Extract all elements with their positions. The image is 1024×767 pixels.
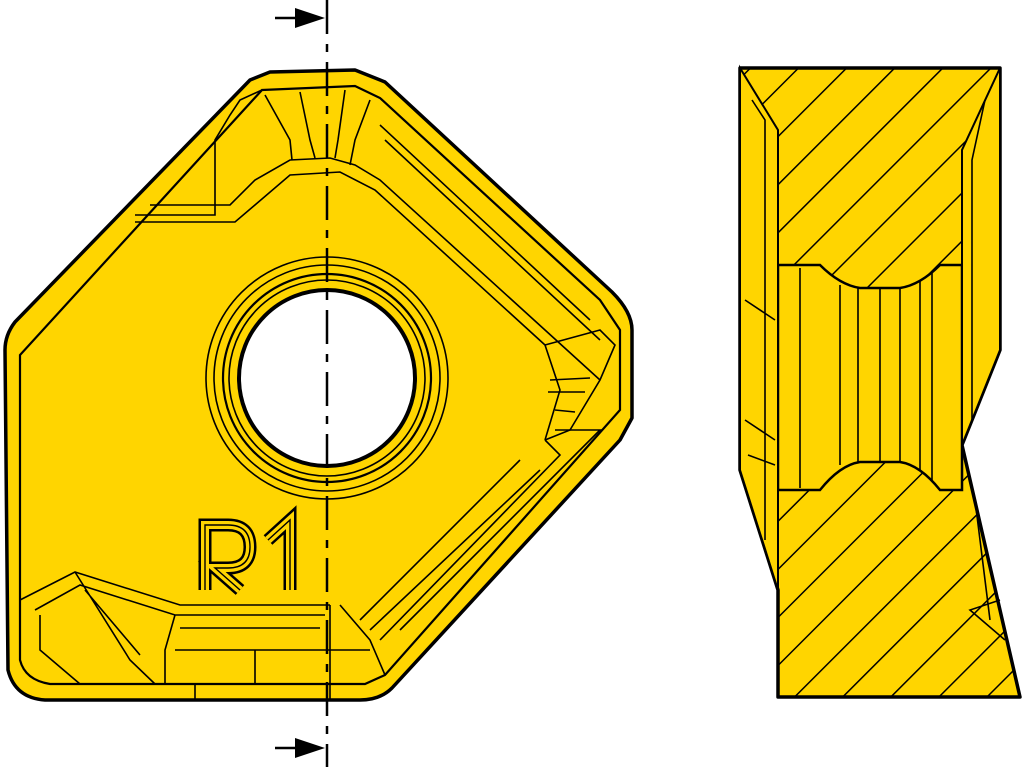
insert-section-view (738, 64, 1022, 699)
section-arrow-top (275, 8, 325, 28)
section-arrow-bottom (275, 738, 325, 758)
cutting-edge-land (18, 84, 622, 686)
section-line (275, 0, 329, 767)
section-hole (776, 263, 964, 492)
insert-top-view (3, 68, 634, 702)
r1-marking (197, 505, 297, 595)
section-left-face (739, 64, 779, 591)
